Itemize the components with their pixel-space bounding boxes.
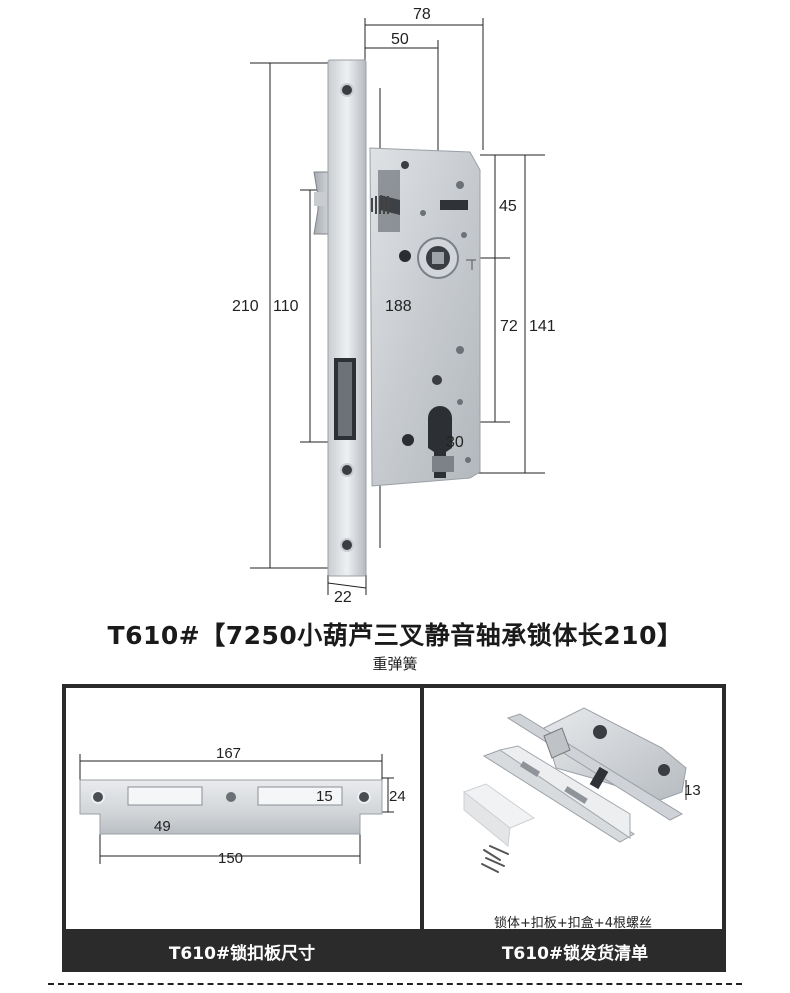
dim-24-label: 24 xyxy=(389,788,406,805)
dim-72-label: 72 xyxy=(500,318,518,335)
dim-110-label: 110 xyxy=(273,298,299,315)
dim-78-label: 78 xyxy=(413,6,431,23)
dim-188-label: 188 xyxy=(385,298,412,315)
package-contents-label: 锁体+扣板+扣盒+4根螺丝 xyxy=(494,916,652,931)
dim-49-label: 49 xyxy=(154,818,171,835)
lock-case xyxy=(369,147,481,487)
lock-body-diagram xyxy=(250,18,545,595)
dashed-divider xyxy=(48,983,742,985)
strike-plate-diagram xyxy=(79,754,394,864)
dim-13-label: 13 xyxy=(684,782,701,799)
strike-plate-caption: T610#锁扣板尺寸 xyxy=(62,932,422,970)
dim-210-label: 210 xyxy=(232,298,259,315)
dim-15-label: 15 xyxy=(316,788,333,805)
dim-150-label: 150 xyxy=(218,850,244,867)
dim-45-label: 45 xyxy=(499,198,517,215)
dim-141-label: 141 xyxy=(529,318,556,335)
package-contents-image xyxy=(462,707,687,873)
dim-167-label: 167 xyxy=(216,745,242,762)
dim-30-label: 30 xyxy=(446,434,464,451)
faceplate xyxy=(327,59,367,577)
package-caption: T610#锁发货清单 xyxy=(424,932,726,970)
dim-22-label: 22 xyxy=(334,589,352,606)
dim-50-label: 50 xyxy=(391,31,409,48)
product-subtitle: 重弹簧 xyxy=(372,655,418,673)
product-title: T610#【7250小葫芦三叉静音轴承锁体长210】 xyxy=(107,621,683,650)
